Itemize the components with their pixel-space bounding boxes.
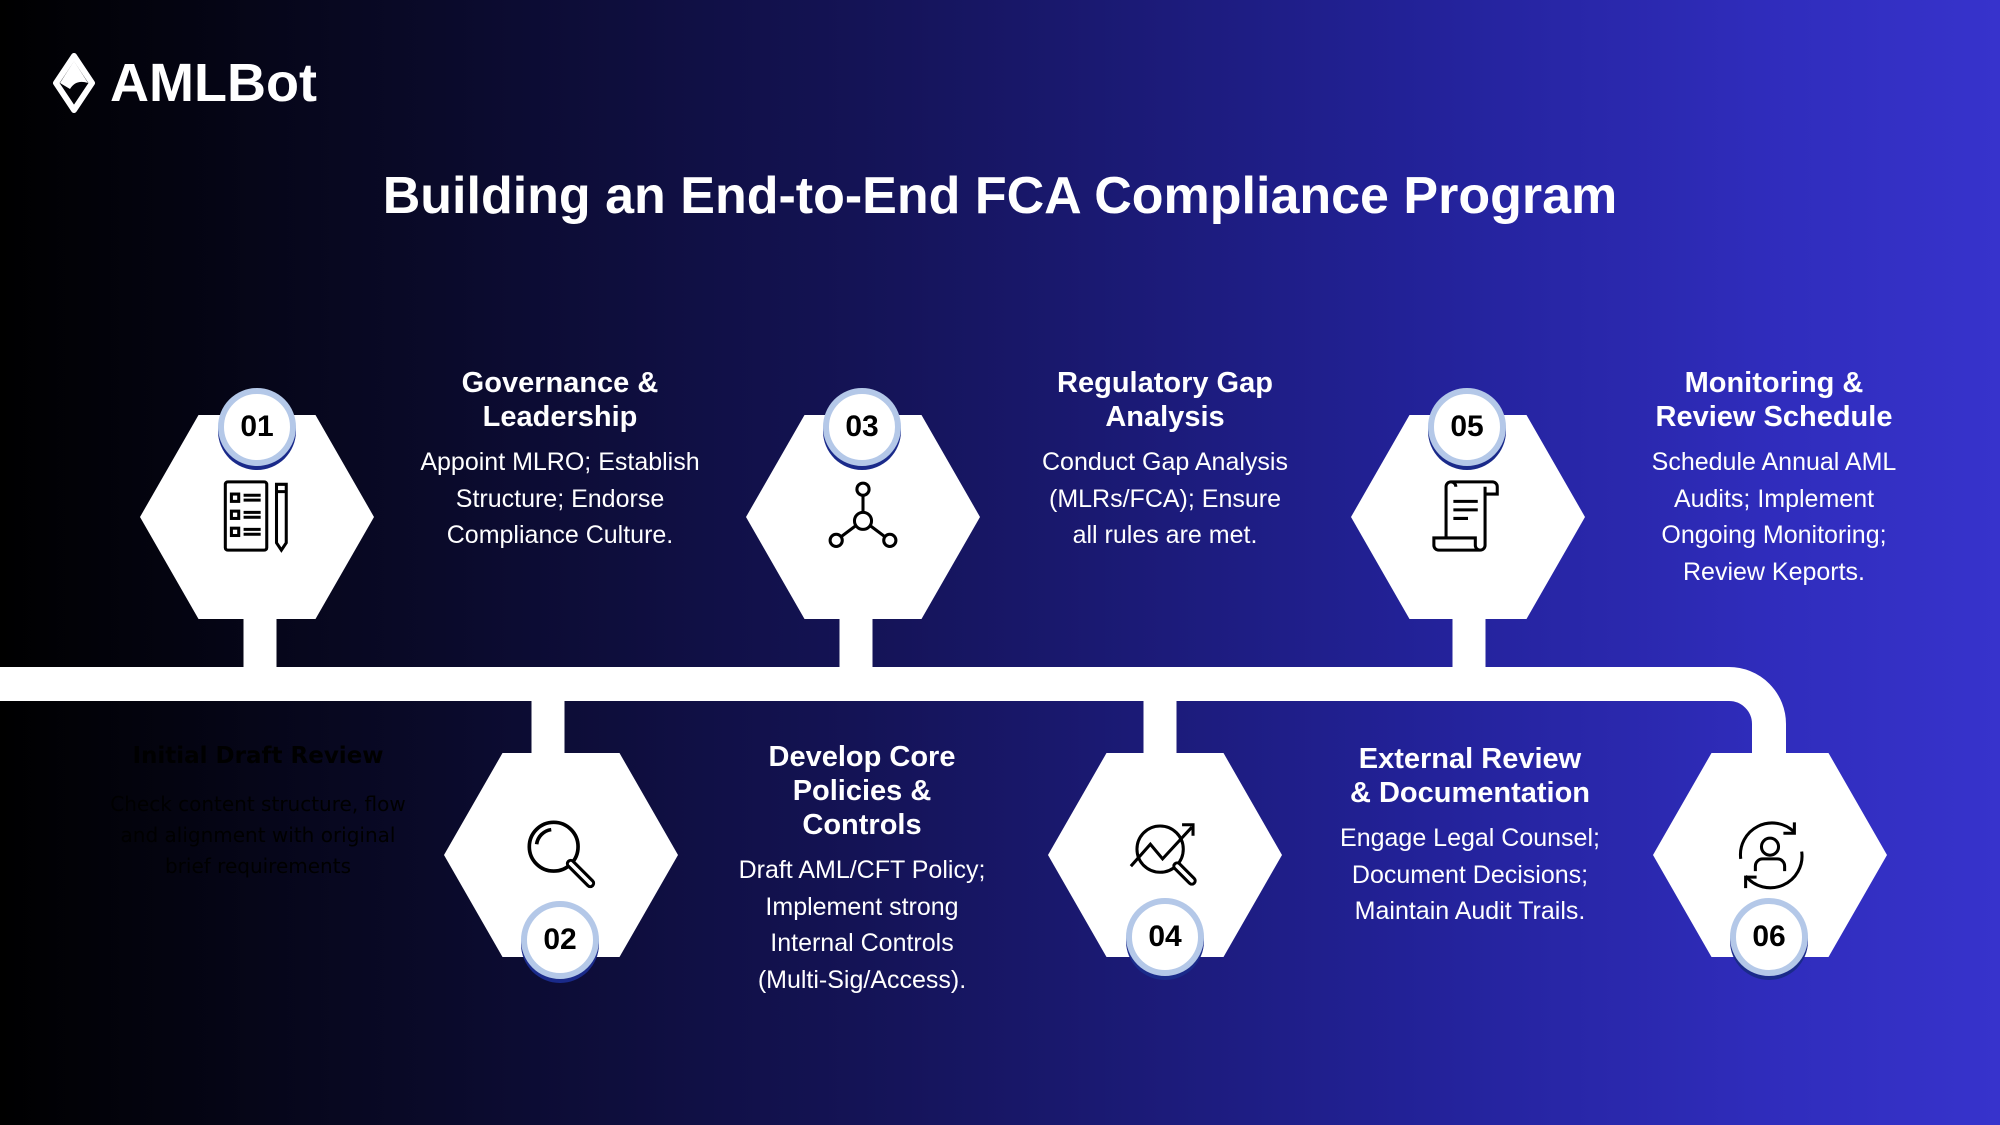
trend-search-icon [1129, 823, 1197, 886]
step-03-text: Regulatory Gap Analysis Conduct Gap Anal… [1015, 366, 1315, 554]
step-number-badge: 01 [218, 388, 296, 466]
scroll-document-icon [1432, 480, 1499, 552]
step-description: Conduct Gap Analysis (MLRs/FCA); Ensure … [1042, 448, 1288, 549]
diamond-logo-icon [53, 53, 95, 113]
step-title: Monitoring & Review Schedule [1655, 367, 1893, 433]
step-number-badge: 04 [1126, 898, 1204, 976]
step-number-badge: 02 [521, 901, 599, 979]
step-description: Check content structure, flow and alignm… [110, 792, 406, 878]
step-description: Draft AML/CFT Policy; Implement strong I… [738, 856, 986, 994]
step-description: Schedule Annual AML Audits; Implement On… [1651, 448, 1897, 586]
step-description: Appoint MLRO; Establish Structure; Endor… [420, 448, 700, 549]
brand-logo: AMLBot [52, 52, 317, 114]
step-02-text: Develop Core Policies & Controls Draft A… [712, 740, 1012, 998]
step-number-badge: 06 [1730, 898, 1808, 976]
step-05-text: Monitoring & Review Schedule Schedule An… [1624, 366, 1924, 590]
step-title: Develop Core Policies & Controls [768, 741, 956, 841]
network-nodes-icon [828, 481, 898, 548]
step-01-text: Governance & Leadership Appoint MLRO; Es… [410, 366, 710, 554]
step-number-badge: 05 [1428, 388, 1506, 466]
step-title: Regulatory Gap Analysis [1057, 367, 1273, 433]
user-refresh-icon [1738, 821, 1804, 890]
ghost-step-text: Initial Draft Review Check content struc… [108, 741, 408, 882]
step-number-badge: 03 [823, 388, 901, 466]
brand-name: AMLBot [110, 53, 317, 113]
page-title: Building an End-to-End FCA Compliance Pr… [382, 167, 1618, 225]
step-04-text: External Review & Documentation Engage L… [1320, 742, 1620, 930]
magnifier-icon [527, 820, 596, 889]
step-title: Initial Draft Review [132, 743, 384, 769]
step-description: Engage Legal Counsel; Document Decisions… [1340, 824, 1600, 925]
step-title: External Review & Documentation [1349, 743, 1591, 809]
checklist-pencil-icon [223, 480, 288, 553]
step-title: Governance & Leadership [461, 367, 659, 433]
